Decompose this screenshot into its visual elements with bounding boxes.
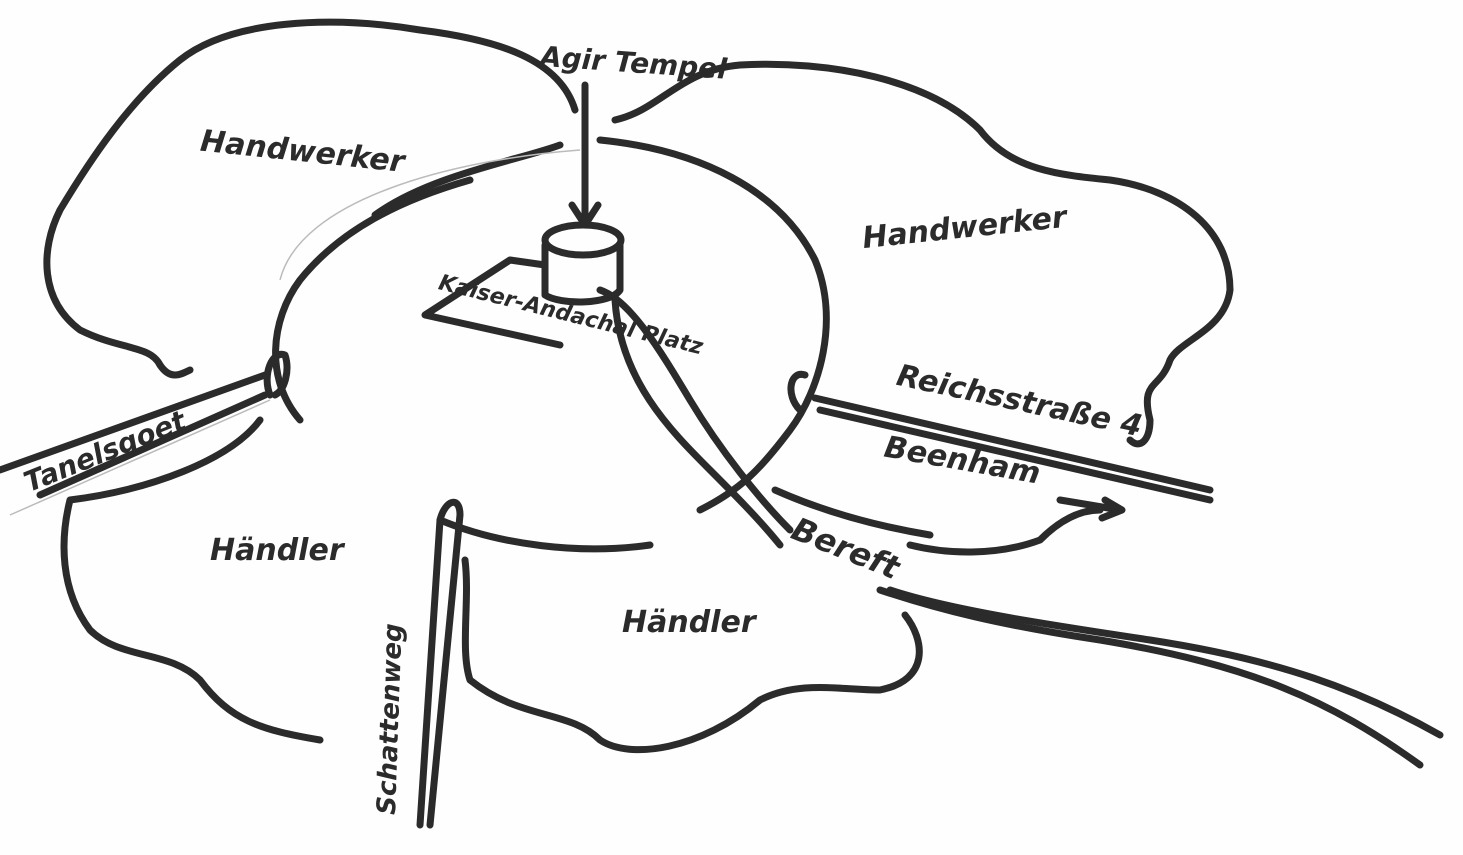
district-boundary-s [461, 556, 923, 754]
district-boundary-sw [60, 416, 324, 744]
district-boundary-e [771, 486, 1104, 556]
label-road-south: Schattenweg [372, 623, 409, 815]
label-road-east: Reichsstraße 4 [894, 358, 1146, 444]
label-square: Kaiser-Andachal Platz [436, 270, 705, 360]
pencil-guide [9, 149, 581, 516]
gate-east [787, 370, 809, 414]
label-district-sw: Händler [210, 533, 346, 568]
gate-west [263, 350, 291, 399]
river-bank-north [596, 286, 1444, 739]
label-district-nw: Handwerker [199, 124, 409, 180]
temple-top [541, 221, 625, 259]
temple-arrow-icon [568, 81, 602, 229]
road-east [811, 394, 1214, 504]
road-west [0, 371, 269, 499]
label-district-ne: Handwerker [861, 200, 1071, 256]
river-bank-south [611, 296, 1424, 769]
road-south [416, 499, 464, 829]
arrow-east-icon [1056, 496, 1126, 522]
district-boundary-ne [611, 60, 1234, 448]
district-boundary-nw [43, 18, 579, 379]
square-outline [421, 256, 564, 349]
label-temple: Agir Tempel [537, 40, 728, 86]
label-river: Bereft [786, 510, 906, 588]
temple-body [541, 241, 624, 306]
central-square-ring [272, 136, 830, 553]
label-destination-east: Beenham [882, 430, 1043, 492]
label-district-s: Händler [622, 605, 758, 640]
